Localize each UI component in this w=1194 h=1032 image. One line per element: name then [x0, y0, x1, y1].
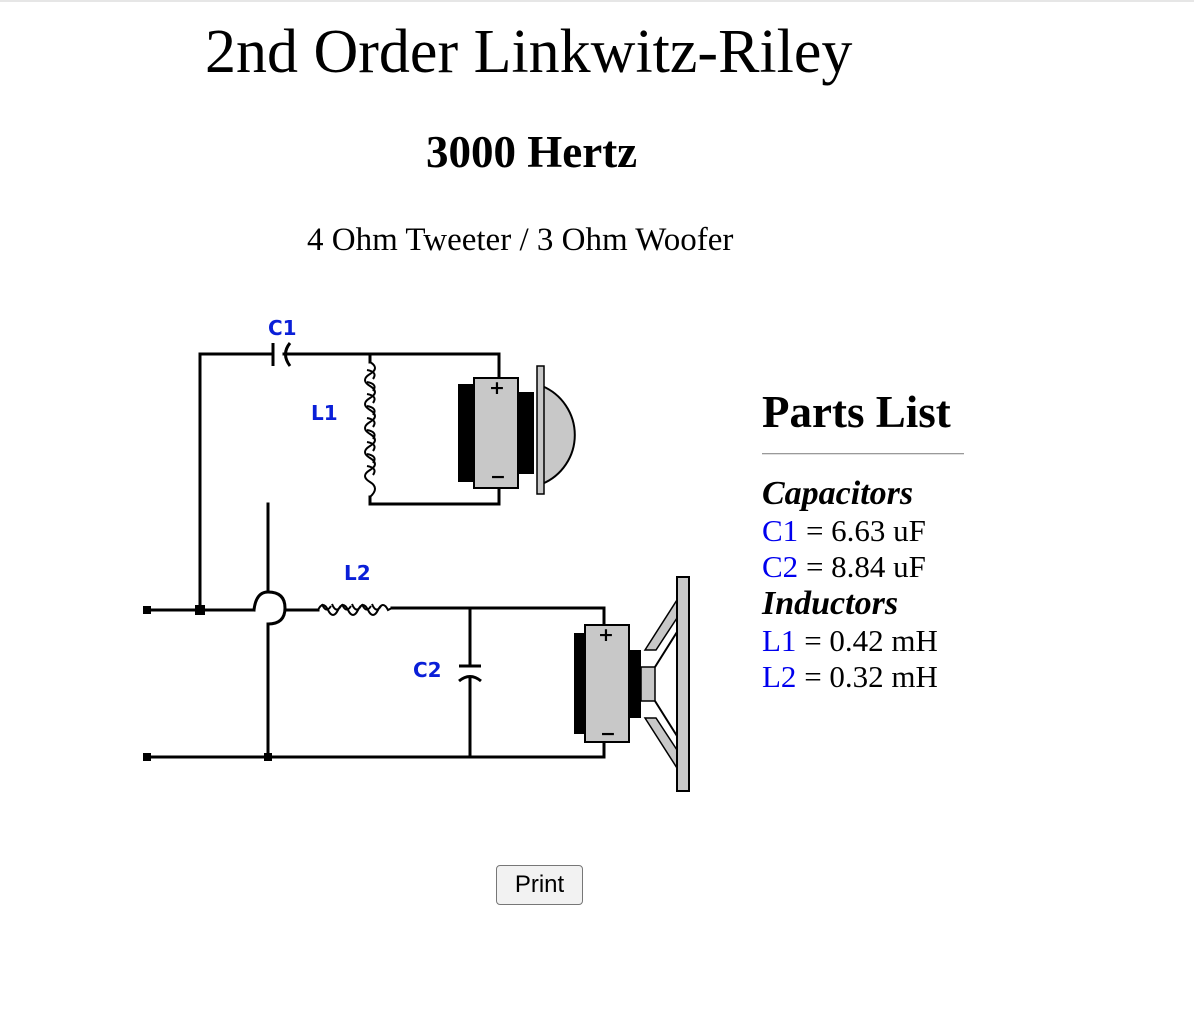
input-terminal-bottom — [143, 753, 151, 761]
label-l1: L1 — [311, 401, 338, 425]
page-title: 2nd Order Linkwitz-Riley — [205, 18, 853, 86]
top-border — [0, 0, 1194, 2]
part-value: = 8.84 uF — [798, 549, 926, 584]
part-row-c1: C1 = 6.63 uF — [762, 513, 964, 549]
part-ref: L1 — [762, 623, 797, 658]
woofer-minus: − — [600, 723, 616, 745]
part-value: = 0.32 mH — [796, 659, 938, 694]
part-row-c2: C2 = 8.84 uF — [762, 549, 964, 585]
crossover-frequency: 3000 Hertz — [426, 127, 638, 177]
parts-list-title: Parts List — [762, 387, 951, 437]
wire-top-right — [282, 352, 501, 380]
c1-capacitor — [271, 342, 292, 367]
print-button[interactable]: Print — [496, 865, 583, 905]
wire-bottom — [145, 740, 606, 759]
part-row-l2: L2 = 0.32 mH — [762, 659, 964, 695]
label-c2: C2 — [413, 658, 442, 682]
parts-list: Parts List Capacitors C1 = 6.63 uF C2 = … — [762, 385, 964, 695]
part-value: = 0.42 mH — [796, 623, 938, 658]
wire-mid-right — [390, 606, 606, 627]
tweeter-driver: + − — [458, 365, 576, 495]
speaker-impedance-subtitle: 4 Ohm Tweeter / 3 Ohm Woofer — [307, 222, 734, 258]
tweeter-plus: + — [489, 377, 505, 399]
capacitors-heading: Capacitors — [762, 475, 914, 512]
crossover-schematic: + − + − C1 L1 L2 C2 — [143, 316, 690, 792]
inductors-heading: Inductors — [762, 585, 899, 622]
l2-inductor — [317, 603, 393, 616]
part-ref: C2 — [762, 549, 799, 584]
part-ref: L2 — [762, 659, 797, 694]
woofer-plus: + — [598, 624, 614, 646]
junction-dot-return — [264, 753, 272, 761]
part-value: = 6.63 uF — [798, 513, 926, 548]
l1-inductor — [364, 361, 376, 498]
part-ref: C1 — [762, 513, 799, 548]
junction-dot-c1 — [195, 605, 205, 615]
part-row-l1: L1 = 0.42 mH — [762, 623, 964, 659]
label-l2: L2 — [344, 561, 371, 585]
wire-crossover-hop — [252, 590, 287, 626]
wire-l1-bottom — [368, 486, 501, 506]
wire-top-left — [198, 352, 274, 612]
tweeter-minus: − — [490, 466, 506, 488]
parts-list-divider — [762, 453, 964, 455]
c2-capacitor — [458, 664, 482, 683]
label-c1: C1 — [268, 316, 297, 340]
woofer-driver: + − — [574, 576, 690, 792]
input-terminal-top — [143, 606, 151, 614]
